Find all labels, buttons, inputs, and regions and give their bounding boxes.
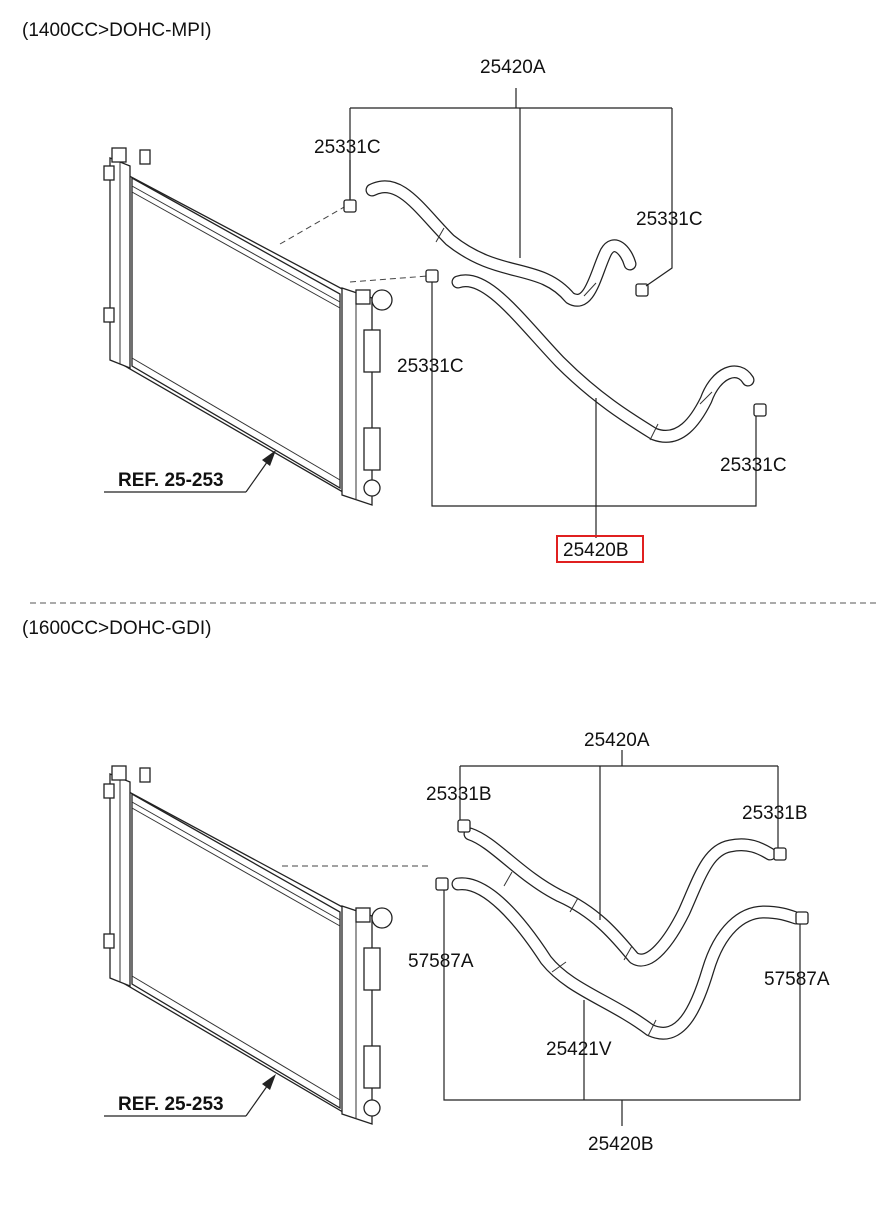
ref-arrow [104, 450, 276, 493]
leader-25420a [459, 750, 779, 920]
ref-arrow [104, 1074, 276, 1117]
section-1400cc: (1400CC>DOHC-MPI) [22, 20, 787, 563]
clip-icon [343, 199, 767, 417]
label-25420b: 25420B [588, 1134, 654, 1155]
section-title: (1600CC>DOHC-GDI) [22, 618, 212, 639]
label-25331c-upper-right: 25331C [636, 209, 703, 230]
radiator [103, 147, 393, 506]
label-25421v: 25421V [546, 1039, 612, 1060]
leader-25420b [431, 282, 757, 538]
hose-lower [451, 274, 755, 443]
label-25420a: 25420A [480, 57, 546, 78]
leader-dash-lower [349, 275, 429, 283]
label-25331c-upper-left: 25331C [314, 137, 381, 158]
section-1600cc: (1600CC>DOHC-GDI) [22, 618, 830, 1155]
clip-icon [435, 819, 809, 925]
label-25420a: 25420A [584, 730, 650, 751]
leader-25420b [443, 890, 801, 1126]
label-reference: REF. 25-253 [118, 470, 224, 491]
hose-lower [451, 877, 803, 1040]
leader-dash-upper [279, 205, 347, 245]
label-25331c-lower-left: 25331C [397, 356, 464, 377]
highlight-box [556, 535, 644, 563]
label-57587a-right: 57587A [764, 969, 830, 990]
radiator [103, 765, 393, 1125]
hose-upper [365, 180, 637, 307]
label-57587a-left: 57587A [408, 951, 474, 972]
label-25331b-left: 25331B [426, 784, 492, 805]
label-25331b-right: 25331B [742, 803, 808, 824]
leader-25420a [349, 88, 673, 287]
section-title: (1400CC>DOHC-MPI) [22, 20, 212, 41]
label-25420b: 25420B [563, 540, 629, 561]
hose-upper [463, 827, 777, 967]
label-25331c-lower-right: 25331C [720, 455, 787, 476]
label-reference: REF. 25-253 [118, 1094, 224, 1115]
